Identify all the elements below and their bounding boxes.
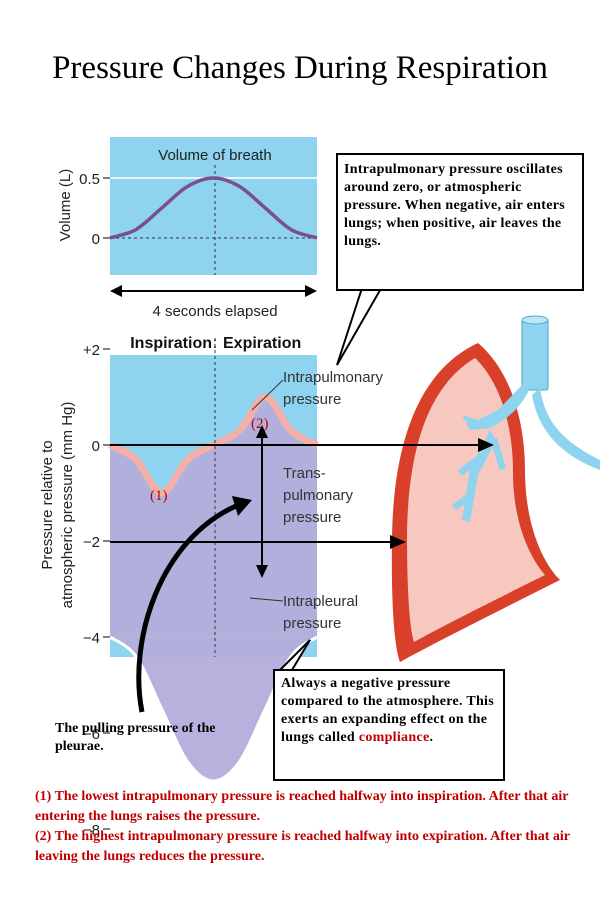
pressure-ytick-label: −6 (83, 726, 100, 743)
phase-inspiration: Inspiration (130, 335, 212, 352)
page-title: Pressure Changes During Respiration (52, 50, 548, 86)
pulling-pressure-label: The pulling pressure of the pleurae. (55, 721, 216, 754)
callout-bottom: Always a negative pressure compared to t… (273, 669, 505, 781)
intrapulmonary-leader (251, 379, 284, 411)
volume-ytick-label: 0.5 (79, 171, 100, 188)
pressure-chart: +2 0 −2 −4 −6 −8 Inspiration : Expiration Pre… (39, 335, 387, 839)
elapsed-label: 4 seconds elapsed (152, 303, 277, 320)
elapsed-arrowhead-right (305, 285, 317, 297)
volume-chart-title: Volume of breath (158, 147, 271, 164)
pressure-ytick-label: −8 (83, 822, 100, 839)
pressure-ytick-label: −2 (83, 534, 100, 551)
bronchiole (458, 455, 480, 476)
volume-curve (109, 176, 318, 240)
volume-ytick-label: 0 (92, 231, 100, 248)
volume-plot-area (110, 137, 317, 275)
transpulmonary-arrowhead-up (256, 425, 268, 438)
lung-illustration (391, 315, 600, 662)
lung-inner (407, 358, 545, 642)
label-intrapulmonary: Intrapulmonary pressure (283, 369, 387, 408)
phase-expiration: Expiration (223, 335, 301, 352)
transpulmonary-arrowhead-down (256, 565, 268, 578)
pressure-ylabel-line2: atmospheric pressure (mm Hg) (59, 402, 76, 609)
bronchus-right (532, 388, 600, 470)
pressure-ytick-label: −4 (83, 630, 100, 647)
label-transpulmonary: Trans- pulmonary pressure (283, 465, 357, 526)
compliance-term: compliance (358, 730, 430, 745)
callout-top-text: Intrapulmonary pressure oscillates aroun… (344, 162, 566, 249)
pulling-arrow (136, 503, 238, 713)
callout-bottom-text: Always a negative pressure compared to t… (281, 676, 494, 745)
pleural-arrowhead (390, 535, 406, 549)
pressure-ytick-label: 0 (92, 438, 100, 455)
marker-2: (2) (251, 416, 269, 432)
bronchiole (490, 438, 506, 470)
footnotes: (1) The lowest intrapulmonary pressure i… (35, 787, 575, 867)
trachea (521, 319, 549, 391)
callout-top-pointer (336, 284, 385, 366)
pressure-ytick-label: +2 (83, 342, 100, 359)
footnote-1: (1) The lowest intrapulmonary pressure i… (35, 789, 569, 824)
zero-arrowhead (478, 438, 494, 452)
elapsed-arrowhead-left (110, 285, 122, 297)
bronchus (462, 385, 530, 430)
pressure-ylabel-line1: Pressure relative to (39, 440, 56, 569)
intrapleural-leader (249, 597, 284, 602)
volume-ylabel: Volume (L) (57, 169, 74, 242)
footnote-2: (2) The highest intrapulmonary pressure … (35, 829, 570, 864)
pulling-arrowhead (232, 496, 252, 516)
callout-bottom-end: . (429, 730, 434, 745)
trachea-opening (521, 315, 549, 325)
bronchiole (452, 492, 472, 510)
callout-top: Intrapulmonary pressure oscillates aroun… (336, 153, 584, 291)
volume-chart: Volume of breath 0.5 0 Volume (L) 4 seco… (57, 137, 318, 320)
marker-1: (1) (150, 488, 168, 504)
label-intrapleural: Intrapleural pressure (283, 593, 362, 632)
phase-separator: : (213, 335, 217, 352)
